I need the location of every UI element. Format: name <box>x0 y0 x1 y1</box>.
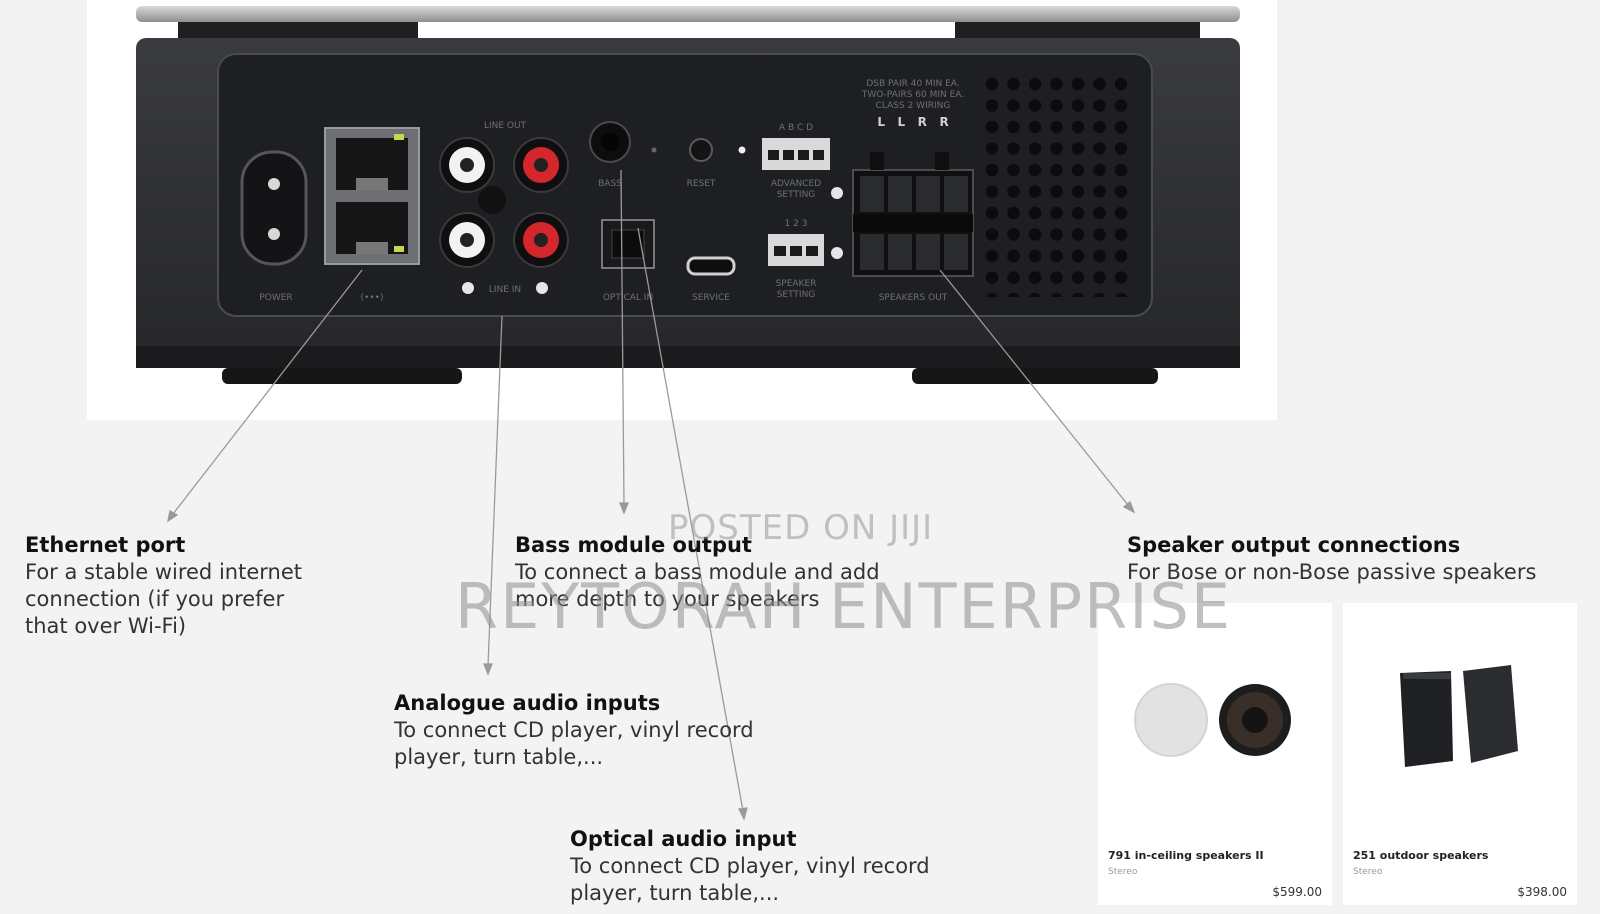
device-foot-left <box>222 368 462 384</box>
label-spec-2: TWO-PAIRS 60 MIN EA. <box>861 90 964 100</box>
product-price: $599.00 <box>1272 885 1322 899</box>
callout-bass-title: Bass module output <box>515 533 752 557</box>
label-advanced-2: SETTING <box>777 190 816 200</box>
callout-bass: Bass module output To connect a bass mod… <box>515 532 975 613</box>
label-ethernet: (•••) <box>361 293 384 303</box>
label-speaker-123: 1 2 3 <box>785 219 808 229</box>
callout-speaker: Speaker output connections For Bose or n… <box>1127 532 1597 586</box>
outdoor-speaker-image <box>1400 665 1518 767</box>
bass-jack <box>589 121 657 163</box>
callout-optical-desc: To connect CD player, vinyl record playe… <box>570 854 930 905</box>
speaker-grille <box>985 77 1135 297</box>
advanced-setting-switch <box>762 138 843 199</box>
callout-analogue-desc: To connect CD player, vinyl record playe… <box>394 718 754 769</box>
callout-optical: Optical audio input To connect CD player… <box>570 826 1030 907</box>
callout-analogue: Analogue audio inputs To connect CD play… <box>394 690 854 771</box>
ethernet-ports <box>324 127 420 265</box>
ceiling-speaker-image <box>1134 683 1291 757</box>
watermark-line2: REYTORAH ENTERPRISE <box>455 570 1233 643</box>
device-foot-right <box>912 368 1158 384</box>
product-name: 251 outdoor speakers <box>1353 849 1489 862</box>
callout-ethernet-title: Ethernet port <box>25 533 186 557</box>
label-speakers-out: SPEAKERS OUT <box>879 293 948 303</box>
label-power: POWER <box>259 293 292 303</box>
speaker-terminal-block <box>852 152 974 277</box>
leader-bass <box>620 169 625 506</box>
leader-optical <box>637 227 744 812</box>
callout-speaker-title: Speaker output connections <box>1127 533 1461 557</box>
label-speaker-2: SETTING <box>777 290 816 300</box>
label-advanced-abcd: A B C D <box>779 123 813 133</box>
callout-optical-title: Optical audio input <box>570 827 797 851</box>
device-top-lid <box>136 6 1240 22</box>
rca-jacks <box>439 137 569 294</box>
leader-ethernet <box>172 269 363 515</box>
label-spec-3: CLASS 2 WIRING <box>876 101 951 111</box>
callout-speaker-desc: For Bose or non-Bose passive speakers <box>1127 560 1537 584</box>
label-line-out: LINE OUT <box>484 121 527 131</box>
power-socket <box>240 150 308 266</box>
label-spec-1: DSB PAIR 40 MIN EA. <box>866 79 959 89</box>
optical-port <box>601 219 655 269</box>
product-card-ceiling[interactable]: 791 in-ceiling speakers II Stereo $599.0… <box>1098 603 1332 905</box>
usb-service-port <box>686 256 736 276</box>
callout-analogue-title: Analogue audio inputs <box>394 691 661 715</box>
product-price: $398.00 <box>1517 885 1567 899</box>
label-bass: BASS <box>598 179 622 189</box>
label-service: SERVICE <box>692 293 730 303</box>
product-sub: Stereo <box>1108 867 1138 877</box>
speaker-setting-switch <box>768 234 843 266</box>
label-lr: L L R R <box>877 115 948 129</box>
leader-analogue <box>487 315 503 667</box>
label-reset: RESET <box>687 179 716 189</box>
watermark-line1: POSTED ON JIJI <box>668 508 934 548</box>
label-advanced-1: ADVANCED <box>771 179 821 189</box>
callout-ethernet: Ethernet port For a stable wired interne… <box>25 532 385 640</box>
product-name: 791 in-ceiling speakers II <box>1108 849 1264 862</box>
product-sub: Stereo <box>1353 867 1383 877</box>
product-card-outdoor[interactable]: 251 outdoor speakers Stereo $398.00 <box>1343 603 1577 905</box>
label-optical-in: OPTICAL IN <box>603 293 653 303</box>
callout-bass-desc: To connect a bass module and add more de… <box>515 560 880 611</box>
reset-button <box>689 138 746 162</box>
callout-ethernet-desc: For a stable wired internet connection (… <box>25 560 302 638</box>
leader-speaker <box>939 269 1129 506</box>
label-line-in: LINE IN <box>489 285 521 295</box>
label-speaker-1: SPEAKER <box>776 279 817 289</box>
